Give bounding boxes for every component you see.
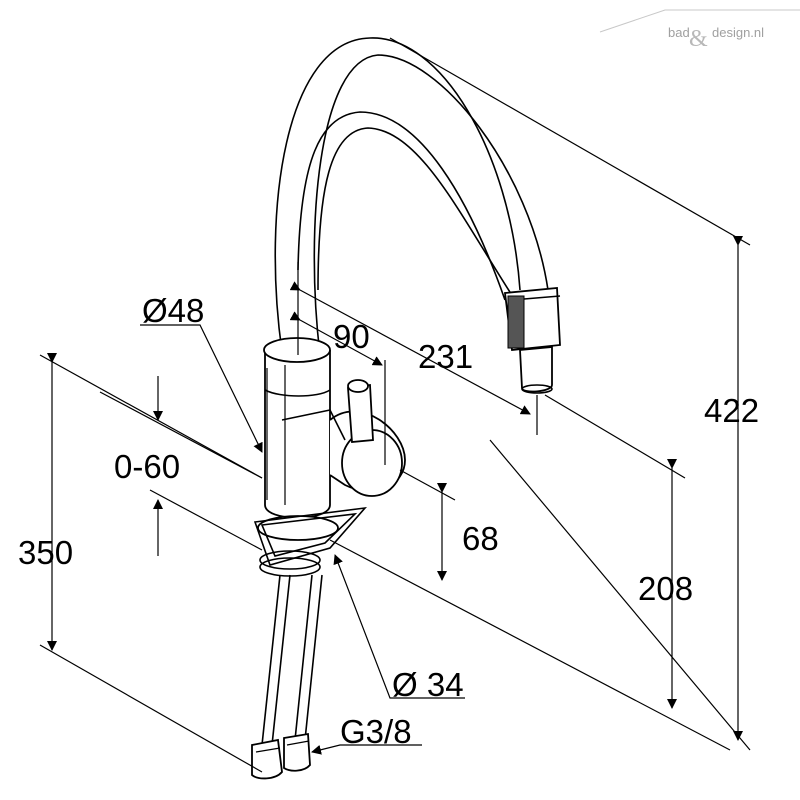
label-spout-height: 208: [638, 570, 693, 607]
label-depth: 350: [18, 534, 73, 571]
watermark-amp: &: [689, 26, 708, 52]
supply-hoses: [251, 574, 323, 780]
dimension-labels: Ø48 90 231 422 0-60 68 350 208 Ø 34 G3/8: [18, 292, 759, 750]
dimension-lines: [39, 37, 751, 773]
label-spout-diameter: Ø48: [142, 292, 204, 329]
label-adjust-range: 0-60: [114, 448, 180, 485]
lever-handle: [281, 379, 406, 497]
label-hole-diameter: Ø 34: [392, 666, 464, 703]
faucet-body: [263, 337, 331, 519]
watermark-left: bad: [668, 25, 690, 40]
spray-head: [503, 287, 561, 394]
label-angle: 90: [333, 318, 370, 355]
label-handle-height: 68: [462, 520, 499, 557]
label-reach: 231: [418, 338, 473, 375]
watermark-logo: bad & design.nl: [599, 9, 800, 52]
mounting-bracket: [253, 506, 367, 577]
label-thread: G3/8: [340, 713, 412, 750]
watermark-right: design.nl: [712, 25, 764, 40]
label-total-height: 422: [704, 392, 759, 429]
